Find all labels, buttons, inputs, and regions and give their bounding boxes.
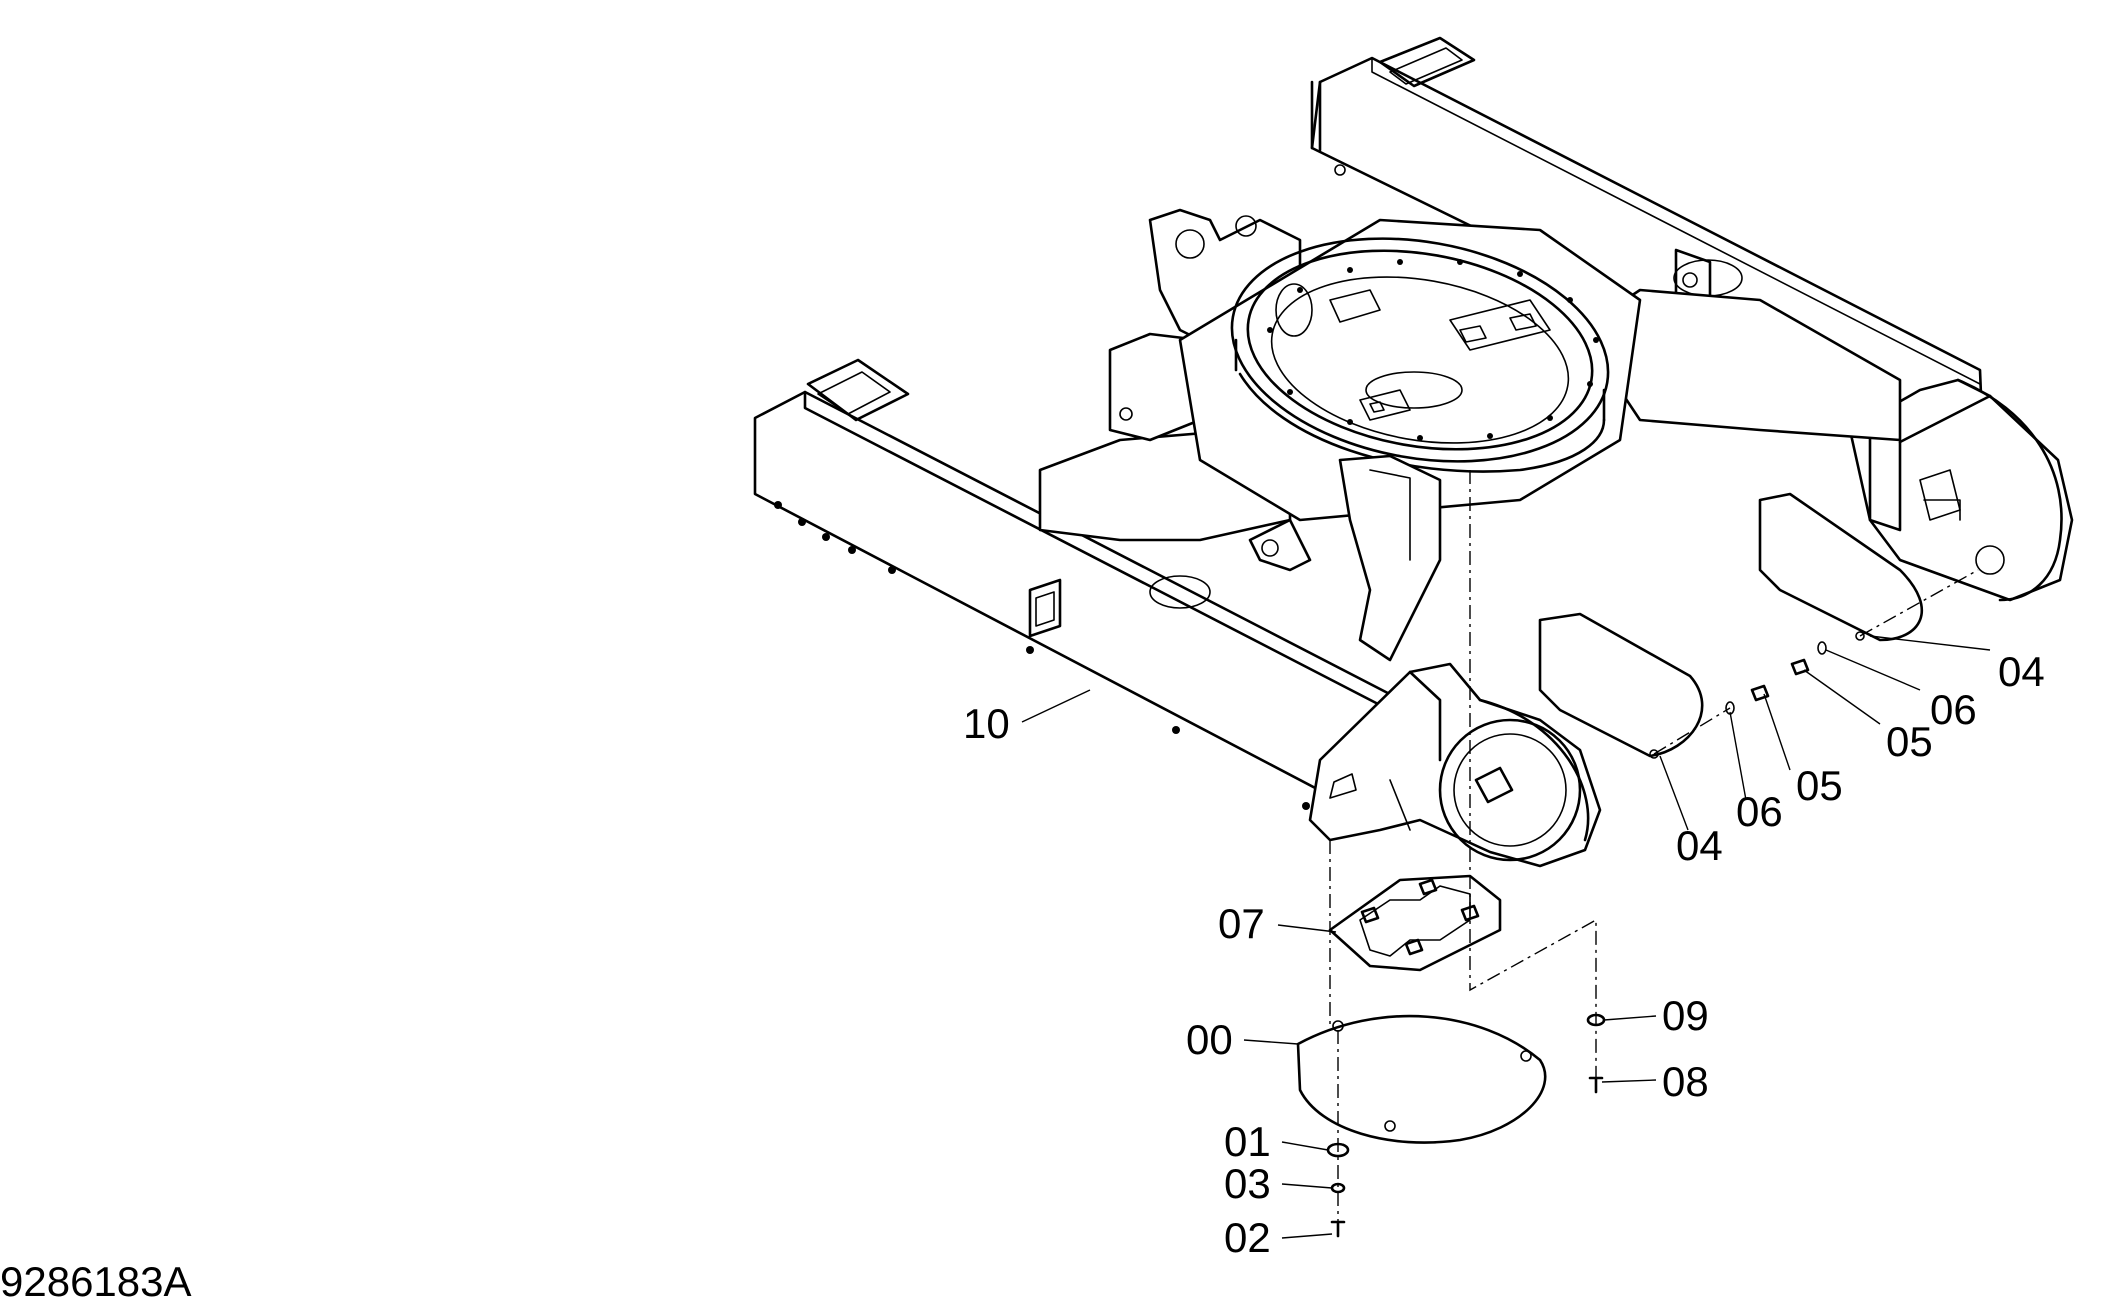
track-frame-cover-right: [1758, 492, 1923, 642]
callout-05-right: 05: [1886, 718, 1933, 765]
callout-09: 09: [1662, 992, 1709, 1039]
center-frame: [1038, 208, 1902, 662]
callout-01: 01: [1224, 1118, 1271, 1165]
callout-00: 00: [1186, 1016, 1233, 1063]
drawing-id: 9286183A: [0, 1258, 192, 1305]
center-under-plate: [1328, 874, 1502, 972]
callout-labels: 10 04 06 05 05 06 04 07 00 09 08 01 03 0…: [963, 648, 2045, 1261]
track-frame-cover-left: [1538, 612, 1704, 759]
callout-07: 07: [1218, 900, 1265, 947]
callout-06-right: 06: [1930, 686, 1977, 733]
callout-02: 02: [1224, 1214, 1271, 1261]
left-side-frame: [753, 358, 1602, 868]
callout-06-left: 06: [1736, 788, 1783, 835]
callout-10: 10: [963, 700, 1010, 747]
leader-lines: [1021, 635, 1991, 1239]
round-cover: [1296, 1014, 1547, 1144]
callout-03: 03: [1224, 1160, 1271, 1207]
cover-bolts-and-washers: [1653, 569, 1979, 755]
callout-04-left: 04: [1676, 822, 1723, 869]
callout-05-left: 05: [1796, 762, 1843, 809]
callout-04-right: 04: [1998, 648, 2045, 695]
callout-08: 08: [1662, 1058, 1709, 1105]
assembly-center-lines: [1329, 470, 1597, 1222]
